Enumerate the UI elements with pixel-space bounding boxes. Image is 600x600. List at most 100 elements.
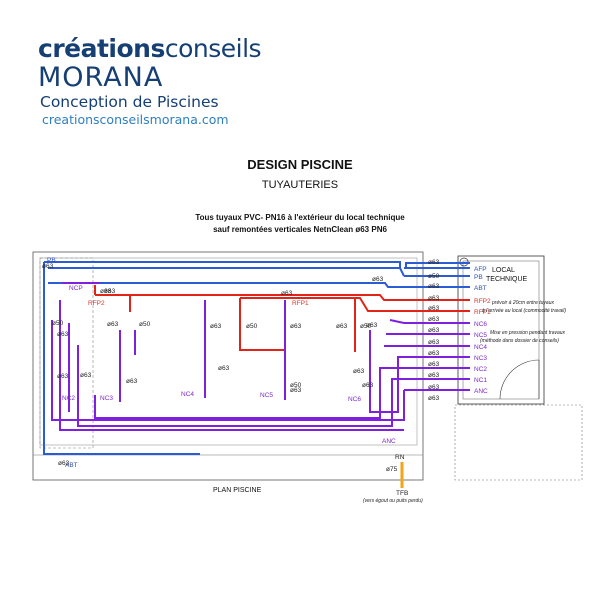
pipe-network: [43, 261, 470, 488]
pool-diameter-21: ø63: [281, 290, 293, 297]
pool-diameter-16: ø63: [362, 382, 374, 389]
logo-word-creations: créations: [38, 34, 165, 63]
local-technique-box: [454, 255, 583, 481]
pool-diameter-5: ø63: [107, 321, 119, 328]
pool-diameter-15: ø63: [353, 368, 365, 375]
pool-label-nc-3: NC3: [100, 395, 113, 402]
entry-diameter-11: ø63: [428, 372, 440, 379]
local-pipe-label-1: AFP: [474, 266, 487, 273]
pool-diameter-13: ø63: [336, 323, 348, 330]
logo-tagline: Conception de Piscines: [40, 93, 219, 111]
pipe-rfp1-left: [239, 298, 285, 351]
entry-diameter-3: ø63: [428, 283, 440, 290]
entry-diameter-8: ø63: [428, 339, 440, 346]
local-pipe-label-7: NC5: [474, 332, 487, 339]
pool-diameter-9: ø63: [218, 365, 230, 372]
local-pipe-label-4: RFP2: [474, 298, 491, 305]
pool-inner-border: [39, 257, 418, 446]
pool-diameter-20: ø63: [372, 276, 384, 283]
pipe-nc1-loop: [77, 345, 404, 427]
pool-diameter-8: ø63: [210, 323, 222, 330]
pool-diameter-19: ø63: [58, 460, 70, 467]
pipe-anc-outer: [59, 300, 404, 431]
pipe-anc-loop: [51, 320, 405, 421]
pool-plan-label: PLAN PISCINE: [213, 487, 262, 494]
local-door-arc: [499, 359, 540, 400]
pool-outer-border: [32, 251, 424, 481]
local-note-a-1: prévoir à 20cm entre tuyaux: [491, 300, 554, 306]
entry-pipe-afp-top: [405, 262, 470, 268]
pool-label-nc-5: NC5: [260, 392, 273, 399]
page-subtitle: TUYAUTERIES: [261, 179, 339, 191]
local-pipe-label-5: RFP1: [474, 309, 491, 316]
pool-label-nc-6: NC6: [348, 396, 361, 403]
diagram-labels: AFPPBABTRFP2RFP1NC6NC5NC4NC3NC2NC1ANCø63…: [42, 257, 566, 504]
logo-word-morana: MORANA: [38, 62, 164, 93]
feed-pb-top: [44, 261, 401, 268]
pool-label-rfp1: RFP1: [292, 300, 309, 307]
pool-diameter-18: ø63: [100, 288, 112, 295]
pool-label-pb: PB: [47, 257, 56, 264]
entry-diameter-12: ø63: [428, 384, 440, 391]
local-pipe-label-9: NC3: [474, 355, 487, 362]
local-pipe-label-11: NC1: [474, 377, 487, 384]
pipe-note-line-1: Tous tuyaux PVC- PN16 à l'extérieur du l…: [195, 213, 405, 222]
local-dashed-area: [454, 404, 583, 481]
pipe-note-line-2: sauf remontées verticales NetnClean ø63 …: [213, 225, 387, 234]
local-note-a-2: à l'arrivée au local (commodité travail): [482, 308, 566, 314]
pool-diameter-12: ø50: [290, 382, 302, 389]
pool-label-tfb: TFB: [396, 490, 408, 497]
pool-label-abt: ABT: [65, 462, 78, 469]
local-note-b-1: Mise en pression pendant travaux: [490, 330, 566, 336]
entry-diameter-1: ø63: [428, 259, 440, 266]
local-pipe-label-3: ABT: [474, 285, 487, 292]
pool-diameter-24: ø63: [290, 387, 302, 394]
pool-diameter-25: ø75: [386, 466, 398, 473]
local-pipe-label-2: PB: [474, 274, 483, 281]
pool-label-ncp: NCP: [69, 285, 83, 292]
pool-diameter-4: ø63: [80, 372, 92, 379]
pool-label-nc-4: NC4: [181, 391, 194, 398]
feed-pb-left: [43, 262, 52, 455]
pipe-nc2-return: [94, 367, 404, 419]
pipe-nc6-loop: [369, 330, 404, 413]
entry-diameter-4: ø63: [428, 295, 440, 302]
entry-diameter-6: ø63: [428, 316, 440, 323]
pool-label-nc-2: NC2: [62, 395, 75, 402]
pool-diameter-6: ø50: [139, 321, 151, 328]
feed-afp: [48, 267, 405, 277]
entry-diameter-9: ø63: [428, 350, 440, 357]
pool-note-tfb: (vers égout ou puits perdu): [363, 498, 423, 504]
logo-website: creationsconseilsmorana.com: [42, 112, 229, 127]
pool-dashed-zone: [39, 257, 94, 449]
pool-diameter-7: ø63: [126, 378, 138, 385]
brand-logo: créationsconseils: [38, 34, 262, 63]
pipe-rfp2-main: [95, 294, 404, 301]
page-title: DESIGN PISCINE: [247, 157, 353, 172]
pool-diameter-10: ø50: [246, 323, 258, 330]
pool-label-rfp2: RFP2: [88, 300, 105, 307]
entry-diameter-7: ø63: [428, 327, 440, 334]
pipe-rfp1-main: [240, 297, 404, 312]
pipe-nc6-link: [389, 319, 405, 324]
local-pipe-label-8: NC4: [474, 344, 487, 351]
entry-diameter-2: ø50: [428, 273, 440, 280]
local-pipe-label-6: NC6: [474, 321, 487, 328]
logo-word-conseils: conseils: [164, 34, 262, 63]
feed-abt: [48, 282, 404, 288]
pool-diameter-11: ø63: [290, 323, 302, 330]
local-inner-wall: [462, 260, 540, 400]
local-pipe-label-12: ANC: [474, 388, 488, 395]
pool-diameter-17: ø63: [42, 263, 54, 270]
entry-diameter-10: ø63: [428, 361, 440, 368]
pool-outline: [32, 251, 424, 481]
pool-diameter-23: ø63: [104, 288, 116, 295]
pool-label-rn: RN: [395, 454, 405, 461]
pool-diameter-2: ø63: [57, 331, 69, 338]
pool-diameter-1: ø50: [52, 320, 64, 327]
pool-label-anc: ANC: [382, 438, 396, 445]
local-label-line-1: LOCAL: [492, 267, 515, 274]
local-note-b-2: (méthode dans dossier de conseils): [480, 338, 559, 344]
